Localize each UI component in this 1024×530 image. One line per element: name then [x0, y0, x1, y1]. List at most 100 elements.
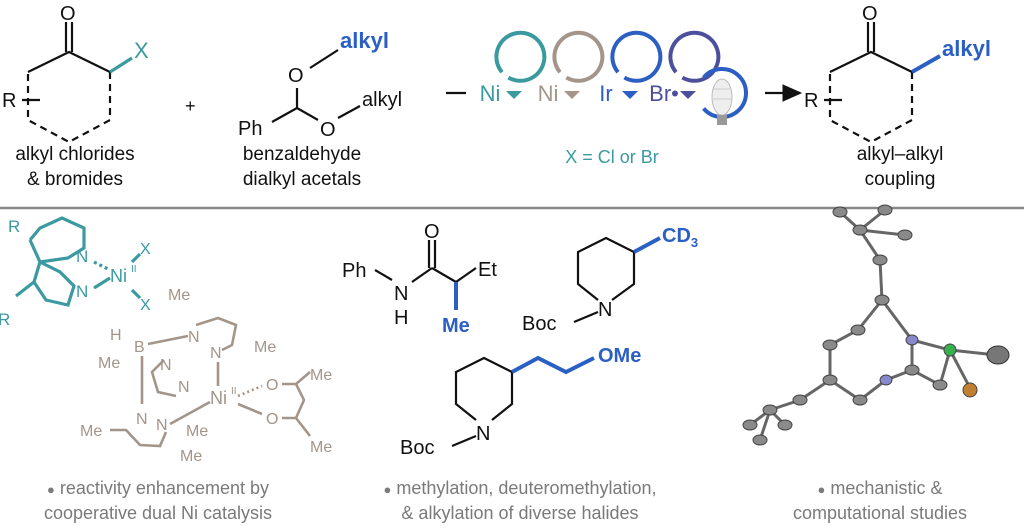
acetal-structure: O alkyl Ph O alkyl benzaldehyde dialkyl …: [238, 28, 402, 190]
bipy-ni-ox: II: [131, 264, 137, 275]
r-label: R: [2, 90, 16, 112]
cd3-boc: Boc: [522, 313, 556, 335]
cycle-label: Br•: [649, 81, 679, 106]
atom-ellipsoid: [742, 419, 758, 431]
product-oxygen: O: [862, 3, 878, 25]
atom-ellipsoid: [877, 204, 893, 216]
tp-ni-acac-complex: H B Me Me Me Me Me Me Me Me N N N N N N …: [80, 287, 332, 465]
product-label-line2: coupling: [865, 169, 936, 190]
atom-ellipsoid: [932, 379, 948, 391]
captions: ● reactivity enhancement by cooperative …: [44, 478, 967, 523]
tp-n: N: [156, 417, 168, 434]
oxygen-top: O: [288, 65, 304, 87]
cycle-arrowhead-icon: [564, 91, 580, 99]
bipy-n1: N: [76, 247, 88, 266]
tp-me: Me: [186, 423, 208, 440]
catalytic-cycle: Ir: [599, 30, 663, 106]
amide-et: Et: [478, 259, 497, 281]
atom-ellipsoid: [897, 229, 913, 241]
atom-ellipsoid: [822, 339, 838, 351]
light-bulb-icon: [711, 78, 733, 125]
bipyridine-ni-complex: R R N N Ni II X X: [0, 216, 151, 329]
amide-me: Me: [442, 315, 470, 337]
cd3-n: N: [598, 299, 612, 321]
atom-ellipsoid: [852, 394, 868, 406]
bipy-r1: R: [8, 217, 20, 236]
bipy-ni: Ni: [110, 266, 127, 286]
cycle-arrowhead-icon: [506, 91, 522, 99]
halide-x-label: X: [134, 38, 149, 63]
atom-ellipsoid: [904, 364, 920, 376]
atom-ellipsoid: [777, 419, 793, 431]
catalytic-cycle: Ni: [480, 30, 547, 106]
tp-me: Me: [310, 367, 332, 384]
tp-n: N: [178, 379, 190, 396]
plus-sign: +: [185, 96, 196, 116]
caption-1-line2: cooperative dual Ni catalysis: [44, 503, 272, 523]
catalytic-cycles: Ni Ni Ir Br• X = Cl or Br: [446, 30, 803, 167]
tp-ni-ox: II: [231, 386, 237, 397]
atom-ellipsoid: [822, 374, 838, 386]
atom-ellipsoid: [874, 294, 890, 306]
amide-n: N: [394, 283, 408, 305]
cd3-label: CD3: [662, 225, 698, 250]
catalytic-cycle: Ni: [538, 30, 605, 106]
cycle-label: Ni: [538, 81, 559, 106]
tp-h: H: [110, 327, 122, 344]
tp-ni: Ni: [210, 388, 227, 408]
tp-me: Me: [80, 423, 102, 440]
bipy-x2: X: [140, 297, 151, 314]
tp-n: N: [188, 329, 200, 346]
alkyl-halide-structure: O X R alkyl chlorides & bromides: [2, 3, 149, 190]
condition-text: X = Cl or Br: [565, 147, 659, 167]
oxygen-right: O: [320, 119, 336, 141]
ome-piperidine-product: N Boc OMe: [400, 345, 641, 459]
cycle-label: Ni: [480, 81, 501, 106]
bipy-r2: R: [0, 310, 10, 329]
atom-ellipsoid: [850, 324, 866, 336]
tp-me: Me: [168, 287, 190, 304]
cycle-label: Ir: [599, 81, 612, 106]
catalytic-cycle: Br•: [649, 30, 721, 106]
tp-me: Me: [254, 339, 276, 356]
amide-ph: Ph: [342, 260, 366, 282]
phenyl-label: Ph: [238, 118, 262, 140]
atom-ellipsoid: [832, 206, 848, 218]
atom-ellipsoid: [792, 394, 808, 406]
bipy-n2: N: [76, 282, 88, 301]
tp-o: O: [266, 377, 278, 394]
product-structure: O alkyl R alkyl–alkyl coupling: [804, 3, 991, 190]
amide-product: Ph N H O Et Me: [342, 221, 497, 337]
ome-boc: Boc: [400, 437, 434, 459]
light-cycle: [702, 67, 748, 125]
acetal-label-line1: benzaldehyde: [243, 144, 361, 165]
tp-me: Me: [180, 448, 202, 465]
cycle-arc: [494, 30, 547, 83]
cycle-arc: [552, 30, 605, 83]
tp-n: N: [210, 345, 222, 362]
amide-o: O: [424, 221, 440, 243]
caption-1-line1: ● reactivity enhancement by: [47, 478, 269, 498]
bipy-x1: X: [140, 241, 151, 258]
cycle-arrowhead-icon: [680, 91, 696, 99]
acetal-label-line2: dialkyl acetals: [243, 169, 361, 190]
caption-3-line2: computational studies: [793, 503, 967, 523]
ome-n: N: [476, 423, 490, 445]
tp-me: Me: [310, 439, 332, 456]
cycle-arc: [610, 30, 663, 83]
atom-ellipsoid: [852, 224, 868, 236]
cycle-arc: [668, 30, 721, 83]
caption-2-line1: ● methylation, deuteromethylation,: [383, 478, 656, 498]
alkyl-right-label: alkyl: [362, 89, 402, 111]
caption-2-line2: & alkylation of diverse halides: [401, 503, 638, 523]
atom-ellipsoid: [872, 254, 888, 266]
crystal-structure: [742, 204, 1010, 446]
caption-3-line1: ● mechanistic &: [818, 478, 943, 498]
tp-me: Me: [98, 355, 120, 372]
tp-n: N: [160, 357, 172, 374]
product-alkyl-label: alkyl: [942, 36, 991, 61]
tp-o: O: [266, 411, 278, 428]
amide-h: H: [394, 307, 408, 329]
